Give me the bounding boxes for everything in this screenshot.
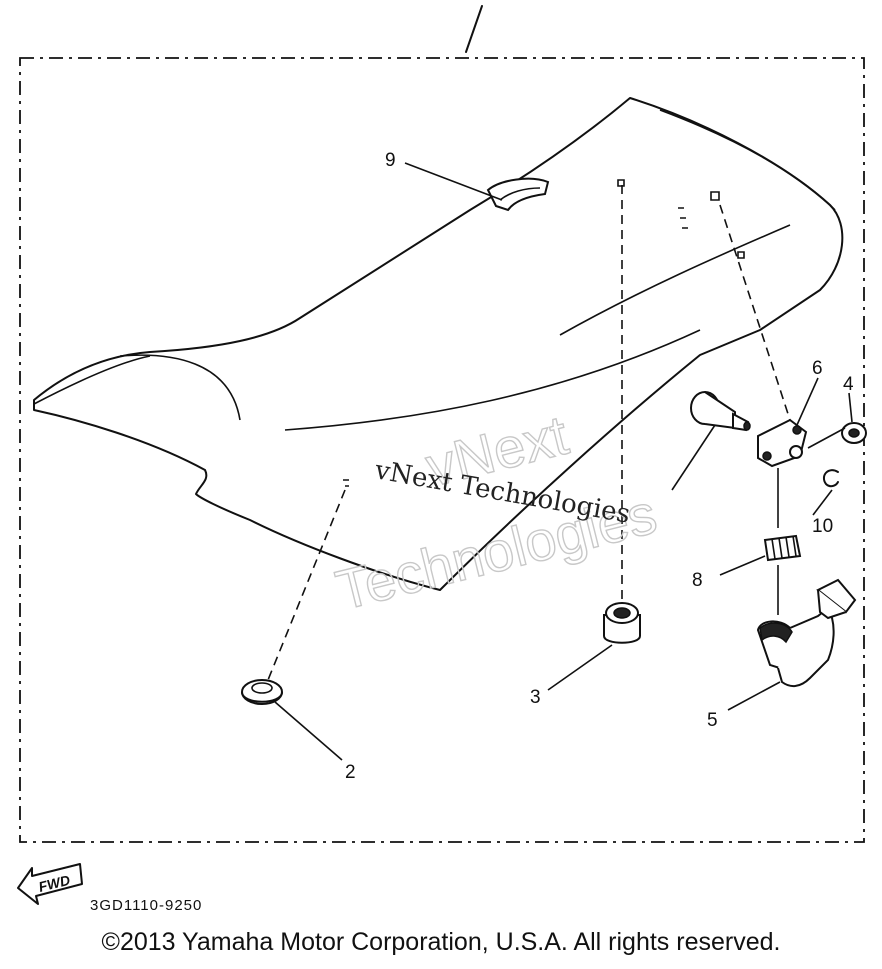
part-10-clip — [822, 469, 839, 488]
callout-6: 6 — [812, 358, 823, 379]
callout-2: 2 — [345, 762, 356, 783]
leader-9 — [404, 162, 503, 201]
part-7-bolt — [690, 391, 751, 432]
part-6-bracket — [757, 418, 808, 468]
part-8-spring — [763, 534, 802, 562]
leader-10 — [812, 489, 833, 516]
centerline-6 — [719, 204, 791, 421]
callout-8: 8 — [692, 570, 703, 591]
callout-10: 10 — [812, 516, 833, 537]
callout-5: 5 — [707, 710, 718, 731]
leader-3 — [547, 644, 613, 691]
part-5-lever — [756, 578, 857, 688]
leader-6 — [796, 377, 819, 426]
link-4 — [807, 427, 846, 449]
leader-2 — [274, 701, 343, 761]
leader-4 — [848, 392, 853, 423]
watermark: vNext Technologies vNext Technologies — [329, 402, 663, 623]
centerline-2 — [267, 489, 346, 681]
drawing-code: 3GD1110-9250 — [90, 897, 202, 914]
copyright-notice: ©2013 Yamaha Motor Corporation, U.S.A. A… — [101, 928, 781, 956]
part-2-damper — [241, 679, 283, 705]
seat-illustration — [33, 97, 844, 591]
assembly-frame — [19, 57, 865, 843]
fwd-label: FWD — [37, 872, 72, 895]
part-4-cap — [841, 422, 867, 444]
callout-4: 4 — [843, 374, 854, 395]
leader-8 — [719, 555, 766, 576]
callout-9: 9 — [385, 150, 396, 171]
fwd-arrow-icon: FWD — [17, 863, 83, 905]
leader-5 — [727, 681, 781, 711]
part-3-damper — [603, 602, 641, 644]
part-9-strap — [486, 177, 550, 212]
callout-3: 3 — [530, 687, 541, 708]
leader-7 — [671, 424, 716, 491]
top-leader-line — [465, 5, 483, 53]
